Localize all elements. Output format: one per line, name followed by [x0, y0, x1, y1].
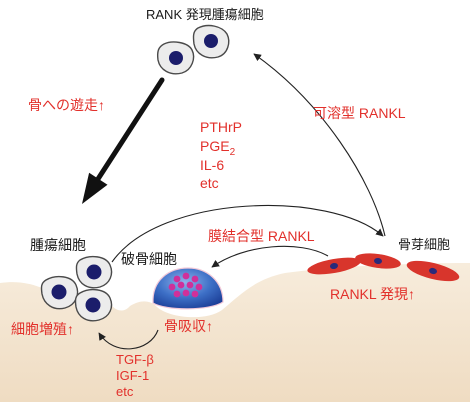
tumor-cells-label: 腫瘍細胞 [30, 237, 86, 253]
rankl-expression-label: RANKL 発現↑ [330, 286, 415, 302]
osteoclast-label: 破骨細胞 [121, 251, 177, 267]
factor-etc: etc [200, 175, 219, 191]
osteoblasts [307, 253, 460, 282]
osteoclast-granule [168, 283, 176, 291]
osteoblast-label: 骨芽細胞 [398, 237, 450, 252]
soluble-rankl-label: 可溶型 RANKL [313, 105, 406, 121]
osteoclast-granule [195, 283, 203, 291]
osteoblast-nucleus [374, 257, 382, 265]
migration-arrow-shaft [95, 77, 165, 182]
factors-to-osteoblast-arrow [111, 204, 384, 263]
tumor-cell-nucleus [169, 51, 183, 65]
osteoblast [355, 253, 401, 269]
osteoblast-nucleus [429, 267, 437, 275]
bone-surface [0, 263, 470, 402]
osteoclast-granule [191, 290, 199, 298]
growth-factor-etc: etc [116, 384, 134, 399]
bone-resorption-label: 骨吸収↑ [164, 318, 213, 334]
proliferation-label: 細胞増殖↑ [11, 321, 74, 337]
migration-arrow-head [82, 172, 108, 204]
tumor-cell-nucleus [51, 284, 67, 300]
membrane-rankl-arrow [211, 245, 329, 268]
membrane-rankl-label: 膜結合型 RANKL [208, 228, 315, 244]
osteoclast-granules [168, 272, 203, 298]
tumor-cell-nucleus [204, 34, 218, 48]
osteoclast-granule [186, 281, 194, 289]
osteoclast-body [152, 267, 224, 310]
growth-factor-igf: IGF-1 [116, 368, 149, 383]
rank-tumor-cells-top [156, 24, 230, 75]
tumor-cell-nucleus [86, 264, 102, 280]
osteoclast [152, 267, 224, 310]
factor-il6: IL-6 [200, 157, 224, 173]
osteoblast-nucleus [330, 262, 338, 270]
factor-pge-subscript: 2 [230, 147, 236, 158]
growth-factors-arrow [98, 329, 159, 350]
tumor-cell-cluster [40, 255, 113, 322]
osteoclast-granule [173, 275, 181, 283]
growth-factor-tgf: TGF-β [116, 352, 154, 367]
osteoclast-granule [182, 289, 190, 297]
migration-arrow [82, 77, 165, 204]
factor-pge2: PGE2 [200, 138, 236, 158]
rank-tumor-cell-title: RANK 発現腫瘍細胞 [146, 7, 264, 22]
osteoclast-granule [177, 281, 185, 289]
osteoclast-granule [173, 290, 181, 298]
osteoblast [307, 257, 361, 275]
factor-pge-text: PGE [200, 138, 230, 154]
migration-label: 骨への遊走↑ [28, 97, 105, 113]
osteoblast [406, 260, 460, 282]
osteoclast-granule [182, 272, 190, 280]
bone-derived-growth-factors: TGF-β IGF-1 etc [116, 352, 154, 399]
osteoclast-granule [191, 275, 199, 283]
tumor-secreted-factors: PTHrP PGE2 IL-6 etc [200, 119, 242, 191]
tumor-cell-nucleus [85, 297, 101, 313]
factor-pthrp: PTHrP [200, 119, 242, 135]
soluble-rankl-arrow [253, 53, 386, 237]
